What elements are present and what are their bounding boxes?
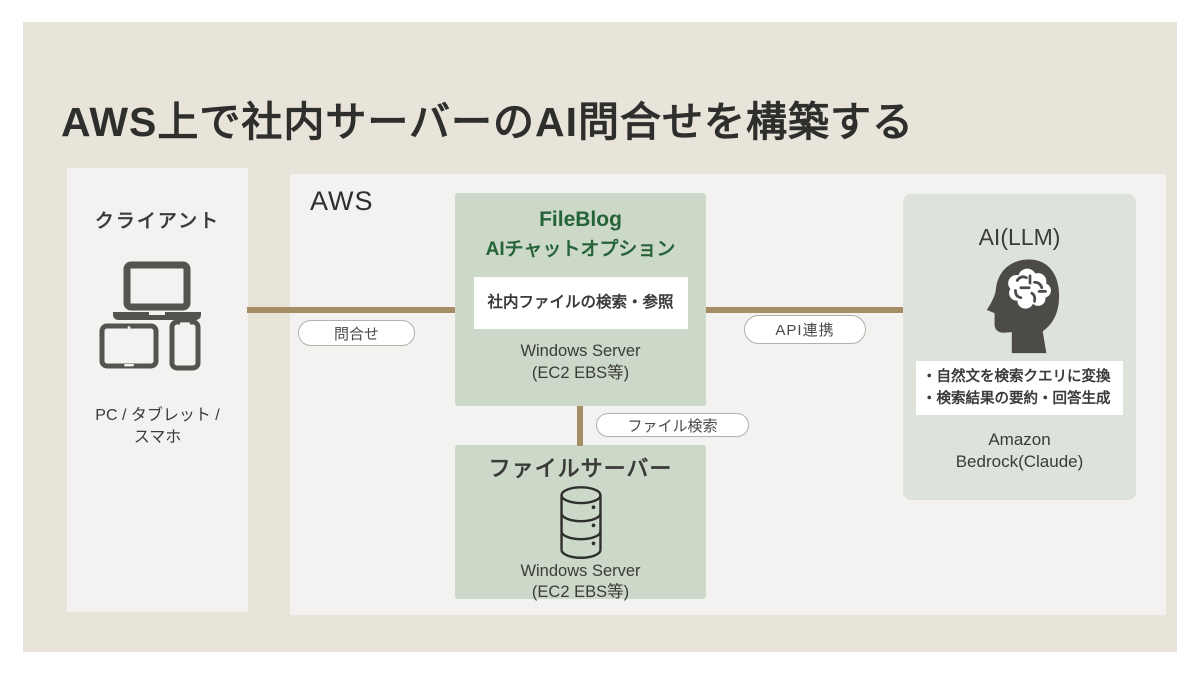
laptop-icon: [105, 261, 209, 321]
page-title: AWS上で社内サーバーのAI問合せを構築する: [61, 99, 914, 145]
smartphone-icon: [169, 319, 201, 371]
ai-capabilities: ・自然文を検索クエリに変換 ・検索結果の要約・回答生成: [916, 361, 1123, 415]
file-search-label-pill: ファイル検索: [596, 413, 749, 437]
fileserver-title: ファイルサーバー: [488, 456, 673, 481]
client-label: クライアント: [94, 211, 221, 232]
brain-head-icon: [903, 255, 1136, 357]
client-device-icons: [67, 253, 248, 383]
aws-label: AWS: [310, 186, 374, 216]
fileblog-box: FileBlog AIチャットオプション 社内ファイルの検索・参照 Window…: [455, 193, 706, 406]
slide-canvas: AWS上で社内サーバーのAI問合せを構築する クライアント: [23, 22, 1177, 652]
client-caption: PC / タブレット / スマホ: [95, 407, 220, 446]
ai-llm-box: AI(LLM): [903, 194, 1136, 500]
api-label-pill: API連携: [744, 315, 866, 344]
fileblog-platform: Windows Server (EC2 EBS等): [520, 342, 641, 382]
ai-bullet-2: ・検索結果の要約・回答生成: [922, 391, 1111, 407]
client-panel: クライアント: [67, 168, 248, 612]
aws-panel: AWS FileBlog AIチャットオプション 社内ファイルの検索・参照 Wi…: [290, 174, 1166, 615]
fileblog-feature: 社内ファイルの検索・参照: [473, 277, 688, 329]
fileserver-platform: Windows Server (EC2 EBS等): [520, 562, 641, 601]
ai-bullet-1: ・自然文を検索クエリに変換: [922, 369, 1111, 385]
fileblog-title: FileBlog: [539, 208, 622, 231]
connector-client-fileblog: [247, 307, 455, 313]
fileserver-box: ファイルサーバー: [455, 445, 706, 601]
connector-fileblog-ai: [706, 307, 903, 313]
inquiry-label-pill: 問合せ: [298, 320, 415, 346]
database-icon: [455, 485, 706, 561]
ai-llm-label: AI(LLM): [978, 224, 1061, 250]
connector-fileblog-fileserver: [577, 406, 583, 446]
tablet-icon: [99, 323, 159, 369]
fileblog-subtitle: AIチャットオプション: [485, 239, 676, 260]
ai-platform: Amazon Bedrock(Claude): [955, 430, 1084, 471]
